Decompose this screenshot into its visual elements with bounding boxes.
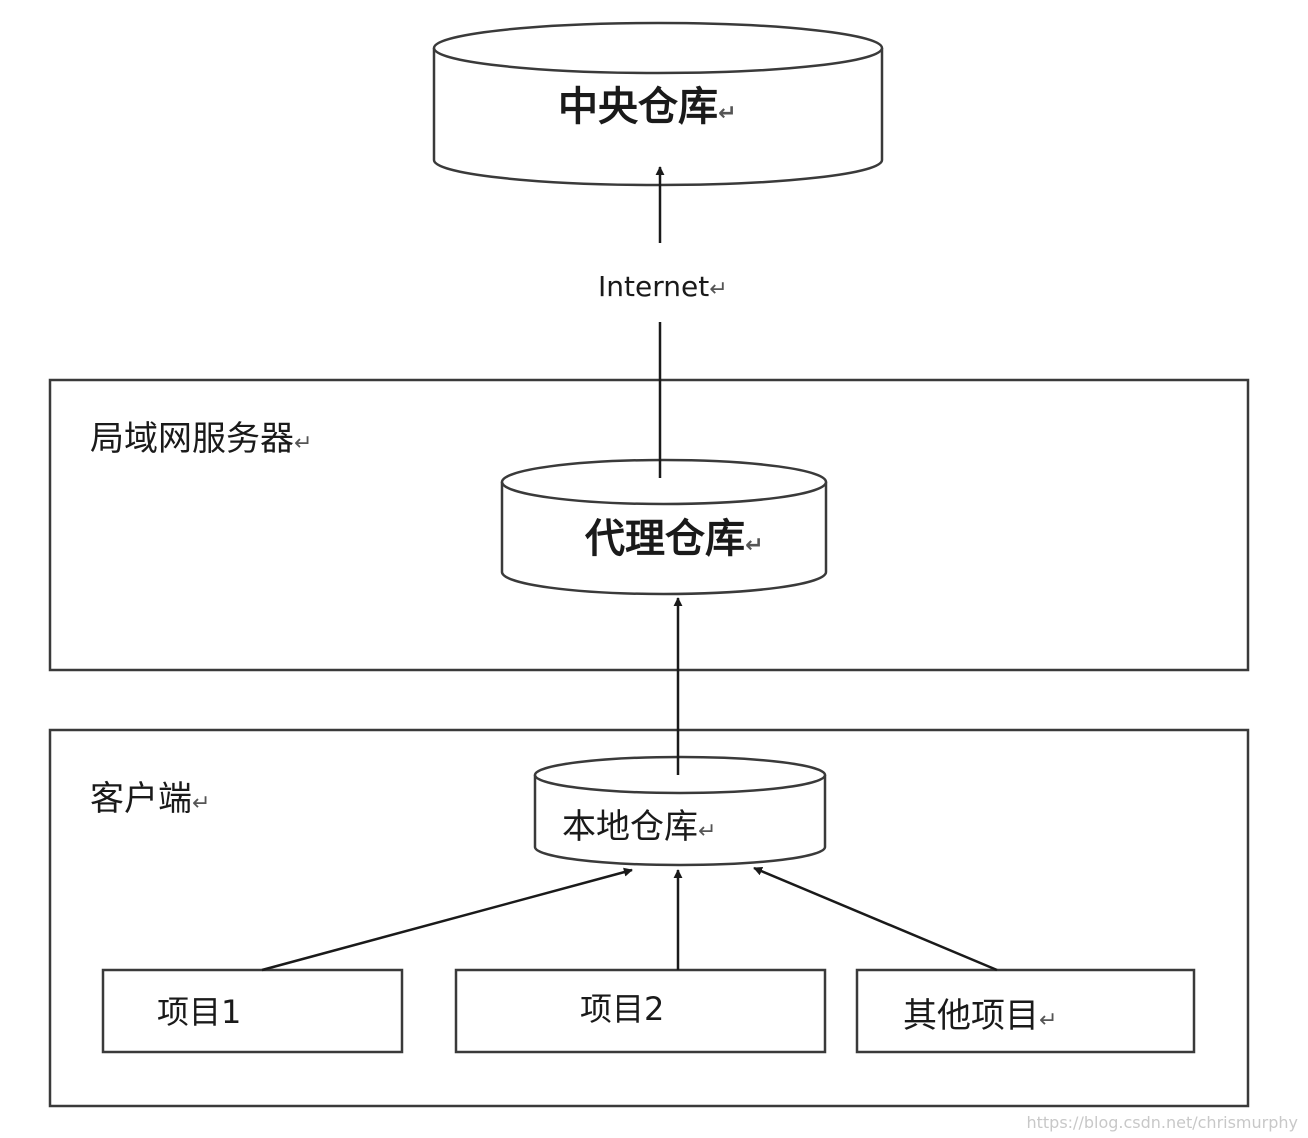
other-projects-box (855, 968, 1196, 1054)
central-repo-cylinder: 中央仓库↵ (432, 21, 884, 187)
proxy-repo-cylinder: 代理仓库↵ (500, 458, 828, 596)
project1-box (101, 968, 404, 1054)
project1-label: 项目1 (157, 993, 241, 1031)
lan-server-label: 局域网服务器↵ (90, 419, 312, 459)
internet-label: Internet↵ (598, 270, 728, 303)
local-repo-label: 本地仓库↵ (562, 807, 716, 847)
client-label: 客户端↵ (90, 779, 210, 819)
local-repo-cylinder: 本地仓库↵ (533, 755, 827, 867)
other-projects-label: 其他项目↵ (903, 996, 1057, 1036)
arrow-project1-to-local (261, 867, 633, 972)
central-repo-label: 中央仓库↵ (558, 84, 736, 130)
arrow-other-to-local (753, 866, 998, 972)
watermark: https://blog.csdn.net/chrismurphy (1026, 1113, 1298, 1132)
project2-box (454, 968, 827, 1054)
project2-label: 项目2 (580, 990, 664, 1028)
proxy-repo-label: 代理仓库↵ (584, 516, 763, 562)
